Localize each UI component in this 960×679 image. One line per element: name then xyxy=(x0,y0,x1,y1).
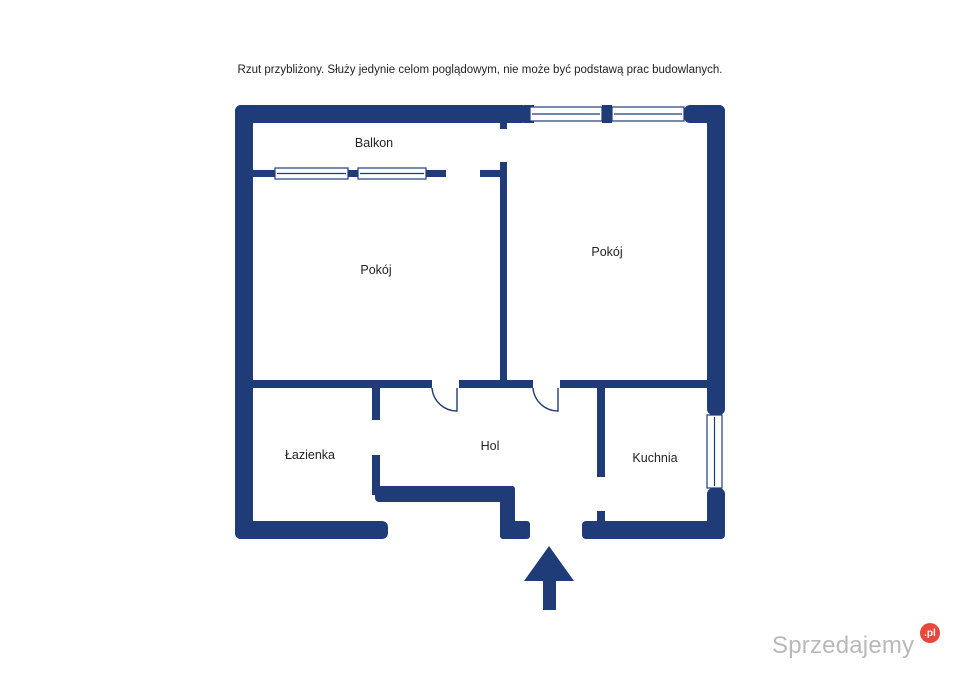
walls xyxy=(235,105,725,539)
windows xyxy=(274,106,723,489)
wall-balcony-right xyxy=(426,170,446,177)
wall-center-top xyxy=(500,105,507,129)
wall-bath-upper xyxy=(372,388,380,420)
watermark-logo: Sprzedajemy xyxy=(772,632,915,659)
wall-balcony-mid xyxy=(348,170,358,177)
entrance-arrow-icon xyxy=(524,546,574,610)
door-swings xyxy=(431,387,559,412)
wall-mid-b xyxy=(459,380,533,388)
watermark-badge: .pl xyxy=(920,623,940,643)
wall-top-between-windows xyxy=(602,105,612,123)
wall-bath-bottom xyxy=(375,486,515,502)
wall-center xyxy=(500,162,507,384)
wall-mid-a xyxy=(253,380,432,388)
door-arc-right-room xyxy=(532,387,559,412)
wall-bath-lower xyxy=(372,455,380,495)
wall-kitchen-upper xyxy=(597,388,605,477)
label-lazienka: Łazienka xyxy=(285,448,335,462)
label-balkon: Balkon xyxy=(355,136,393,150)
label-pokoj-left: Pokój xyxy=(360,263,391,277)
label-pokoj-right: Pokój xyxy=(591,245,622,259)
wall-step-bottom xyxy=(500,521,530,539)
room-labels: Balkon Pokój Pokój Łazienka Hol Kuchnia xyxy=(285,136,678,465)
door-arc-left-room xyxy=(431,387,458,412)
wall-kitchen-lower xyxy=(597,511,605,527)
wall-top-left xyxy=(235,105,528,123)
wall-bottom-left xyxy=(235,521,388,539)
wall-balcony-end xyxy=(480,170,502,177)
label-hol: Hol xyxy=(481,439,500,453)
wall-right-upper xyxy=(707,105,725,415)
disclaimer-text: Rzut przybliżony. Służy jedynie celom po… xyxy=(237,64,723,76)
wall-left xyxy=(235,105,253,539)
wall-balcony-left xyxy=(253,170,275,177)
wall-bottom-right xyxy=(582,521,725,539)
wall-mid-c xyxy=(560,380,708,388)
label-kuchnia: Kuchnia xyxy=(632,451,677,465)
wall-top-mid xyxy=(524,105,534,123)
